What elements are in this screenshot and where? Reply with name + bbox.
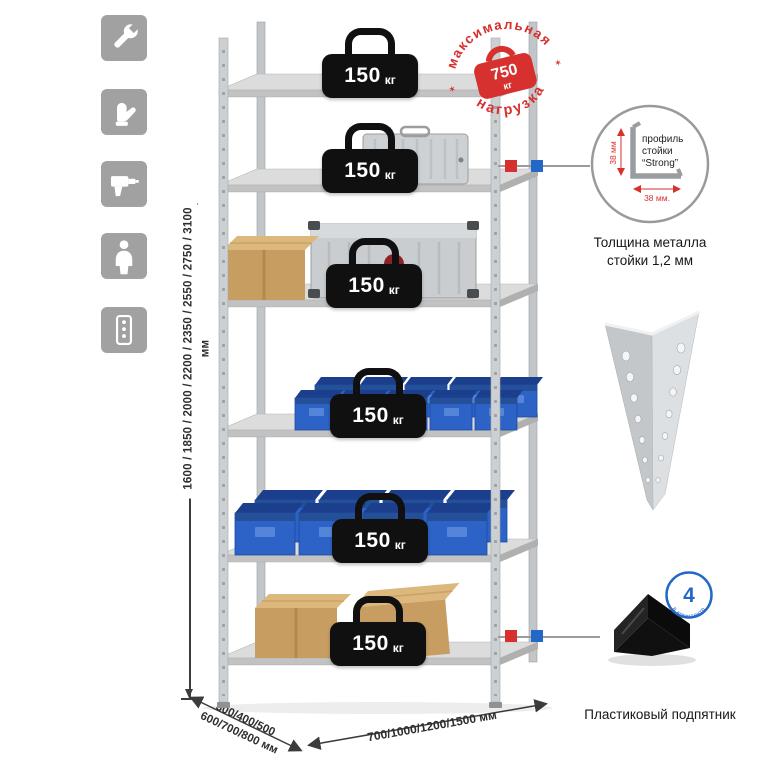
- load-unit: кг: [384, 167, 396, 182]
- stamp-unit: кг: [502, 80, 513, 93]
- stamp-weight-handle-icon: [485, 45, 516, 62]
- person-icon: [115, 240, 133, 275]
- weight-handle-icon: [349, 238, 399, 265]
- upright-post-image: [604, 310, 700, 511]
- load-unit: кг: [394, 537, 406, 552]
- width-dimension-line: [307, 699, 548, 750]
- max-load-stamp: максимальная нагрузка ✶ ✶ 750 кг: [423, 0, 587, 154]
- drill-icon-tile: [101, 161, 147, 207]
- weight-handle-icon: [353, 368, 403, 395]
- load-unit: кг: [388, 282, 400, 297]
- weight-handle-icon: [345, 28, 395, 55]
- perforated-post-icon: [115, 315, 133, 345]
- foot-connector-line: [498, 636, 600, 638]
- load-unit: кг: [384, 72, 396, 87]
- badge-count: 4: [683, 584, 695, 607]
- profile-dim-vertical: 38 мм: [608, 141, 618, 165]
- red-marker-square: [505, 160, 517, 172]
- stamp-star-icon: ✶: [447, 83, 457, 95]
- load-value: 150: [352, 632, 389, 655]
- profile-detail-circle: 38 мм 38 мм. профиль стойки “Strong”: [590, 104, 710, 224]
- back-right-post: [528, 21, 538, 663]
- height-dim-arrow-down-icon: [185, 689, 193, 698]
- blue-marker-square: [531, 630, 543, 642]
- load-unit: кг: [392, 640, 404, 655]
- post-icon-tile: [101, 307, 147, 353]
- profile-label-1: профиль: [642, 133, 683, 145]
- cardboard-box: [221, 234, 321, 302]
- wrench-icon: [114, 22, 140, 48]
- included-count-badge: 4 в комплекте: [665, 571, 713, 620]
- load-value: 150: [352, 404, 389, 427]
- profile-connector-line: [498, 165, 590, 167]
- load-value: 150: [354, 529, 391, 552]
- weight-handle-icon: [353, 596, 403, 623]
- gloves-icon-tile: [101, 89, 147, 135]
- drill-icon: [110, 176, 139, 197]
- depth-dimension-line: [189, 696, 303, 752]
- bottom-dimension-lines: [189, 696, 548, 752]
- work-gloves-icon: [115, 102, 136, 126]
- weight-handle-icon: [345, 123, 395, 150]
- wrench-icon-tile: [101, 15, 147, 61]
- red-marker-square: [505, 630, 517, 642]
- load-value: 150: [344, 159, 381, 182]
- profile-label-2: стойки: [642, 146, 673, 157]
- weight-handle-icon: [355, 493, 405, 520]
- load-value: 150: [348, 274, 385, 297]
- profile-section-drawing: [630, 127, 681, 179]
- plastic-foot-image: [608, 594, 696, 666]
- profile-dim-horizontal: 38 мм.: [644, 193, 670, 203]
- height-dimension-label: 1600 / 1850 / 2000 / 2200 / 2350 / 2550 …: [180, 198, 212, 499]
- profile-label-3: “Strong”: [642, 158, 678, 169]
- person-icon-tile: [101, 233, 147, 279]
- load-unit: кг: [392, 412, 404, 427]
- stamp-value: 750: [489, 61, 519, 84]
- foot-caption: Пластиковый подпятник: [584, 707, 736, 722]
- stamp-star-icon: ✶: [553, 57, 563, 69]
- load-value: 150: [344, 64, 381, 87]
- stamp-weight-body-icon: [474, 52, 537, 99]
- blue-marker-square: [531, 160, 543, 172]
- back-left-post: [256, 21, 266, 663]
- profile-caption: Толщина металла стойки 1,2 мм: [593, 235, 707, 268]
